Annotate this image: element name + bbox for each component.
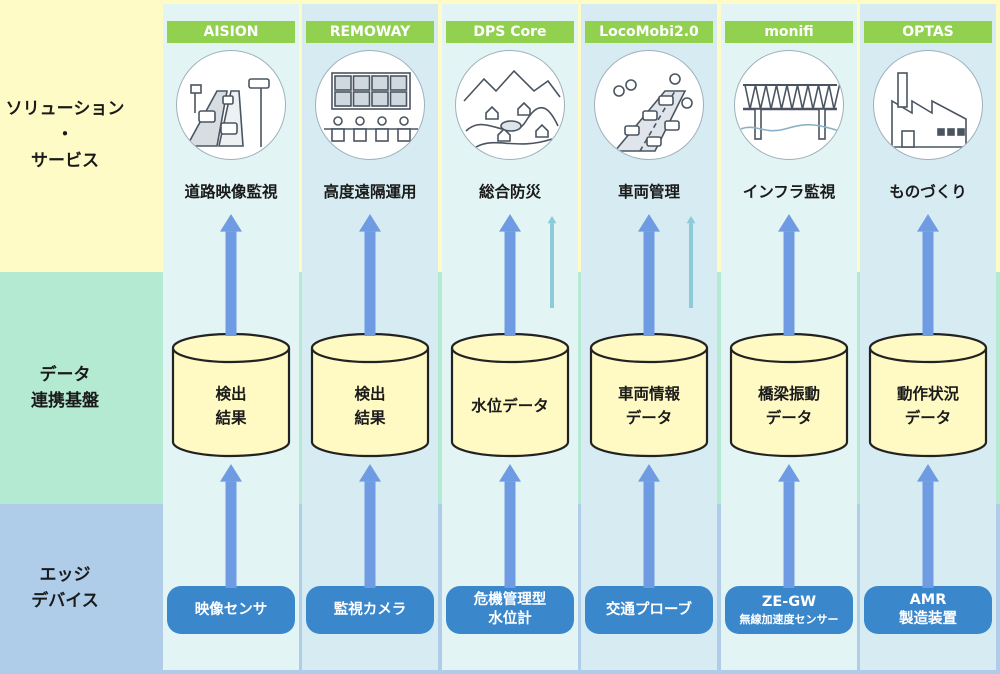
- product-tag: monifi: [725, 21, 853, 43]
- solution-label: 道路映像監視: [184, 183, 278, 201]
- arrow-data-to-solution: [499, 214, 521, 336]
- factory-icon: [873, 50, 983, 160]
- solution-label: インフラ監視: [742, 183, 836, 201]
- arrow-data-to-solution: [778, 214, 800, 336]
- device-pill: 危機管理型水位計: [446, 586, 574, 634]
- arrow-device-to-data: [499, 464, 521, 588]
- control-room-icon: [315, 50, 425, 160]
- data-cylinder-label: 車両情報データ: [617, 385, 680, 427]
- data-cylinder-label: 橋梁振動データ: [757, 385, 820, 427]
- chevron-edge-devices: [0, 504, 160, 674]
- row-label-data-platform: データ連携基盤: [31, 365, 99, 411]
- solution-label: 車両管理: [617, 183, 680, 201]
- data-cylinder: 橋梁振動データ: [729, 332, 849, 458]
- data-cylinder: 動作状況データ: [868, 332, 988, 458]
- product-tag: DPS Core: [446, 21, 574, 43]
- arrow-device-to-data: [917, 464, 939, 588]
- arrow-data-to-solution: [220, 214, 242, 336]
- solution-label: ものづくり: [889, 183, 967, 201]
- device-pill: 監視カメラ: [306, 586, 434, 634]
- data-cylinder: 検出結果: [171, 332, 291, 458]
- data-cylinder-label: 検出結果: [215, 385, 247, 427]
- solution-label: 高度遠隔運用: [323, 183, 417, 201]
- data-cylinder-label: 検出結果: [354, 385, 386, 427]
- arrow-device-to-data: [220, 464, 242, 588]
- vehicle-traffic-icon: [594, 50, 704, 160]
- bridge-icon: [734, 50, 844, 160]
- chevron-solutions: [0, 0, 160, 272]
- data-cylinder: 検出結果: [310, 332, 430, 458]
- arrow-data-to-solution: [638, 214, 660, 336]
- row-label-edge-devices: エッジデバイス: [31, 565, 99, 611]
- product-tag: OPTAS: [864, 21, 992, 43]
- device-pill: 交通プローブ: [585, 586, 713, 634]
- product-tag: REMOWAY: [306, 21, 434, 43]
- arrow-device-to-data: [359, 464, 381, 588]
- row-chevrons: [0, 0, 160, 674]
- arrow-small: [686, 216, 696, 308]
- data-cylinder-label: 水位データ: [471, 397, 549, 415]
- product-tag: AISION: [167, 21, 295, 43]
- arrow-device-to-data: [778, 464, 800, 588]
- data-cylinder-label: 動作状況データ: [896, 385, 959, 427]
- chevron-data-platform: [0, 272, 160, 504]
- solution-label: 総合防災: [478, 183, 541, 201]
- arrow-data-to-solution: [359, 214, 381, 336]
- arrow-small: [547, 216, 557, 308]
- device-pill: 映像センサ: [167, 586, 295, 634]
- row-label-solutions: ソリューション・サービス: [5, 99, 125, 171]
- disaster-map-icon: [455, 50, 565, 160]
- arrow-device-to-data: [638, 464, 660, 588]
- product-tag: LocoMobi2.0: [585, 21, 713, 43]
- arrow-data-to-solution: [917, 214, 939, 336]
- road-camera-icon: [176, 50, 286, 160]
